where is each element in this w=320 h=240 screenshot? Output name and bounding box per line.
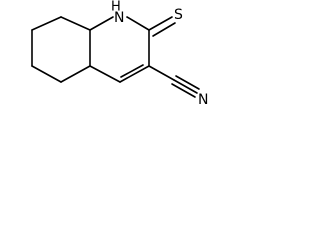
- bond-c8a-c8: [60, 16, 91, 31]
- bond-c3-cn: [148, 65, 175, 81]
- bond-c2-s-second: [152, 22, 176, 37]
- bond-c5-c4a: [60, 65, 91, 83]
- atom-label-n1: N: [114, 10, 124, 26]
- bond-c6-c5: [31, 65, 62, 83]
- atom-label-nitrile-nitrogen: N: [198, 92, 208, 108]
- bond-cn-triple-1: [173, 79, 198, 94]
- bond-c4-c4a: [89, 65, 121, 83]
- bond-c2-s: [148, 16, 173, 31]
- chemical-structure-canvas: H N S N: [0, 0, 220, 129]
- atom-label-n1-hydrogen: H: [111, 0, 121, 15]
- bond-c3-c4: [119, 65, 150, 83]
- bond-c8a-n1: [89, 16, 114, 31]
- bond-c3-c4-inner: [120, 64, 144, 78]
- chemical-structure-diagram: H N S N: [31, 0, 208, 108]
- bond-n1-c2: [126, 16, 150, 31]
- bond-cn-triple-2: [175, 75, 200, 90]
- atom-label-sulfur: S: [174, 7, 183, 23]
- bond-c8-c7: [31, 16, 62, 31]
- bond-cn-triple-3: [171, 83, 196, 98]
